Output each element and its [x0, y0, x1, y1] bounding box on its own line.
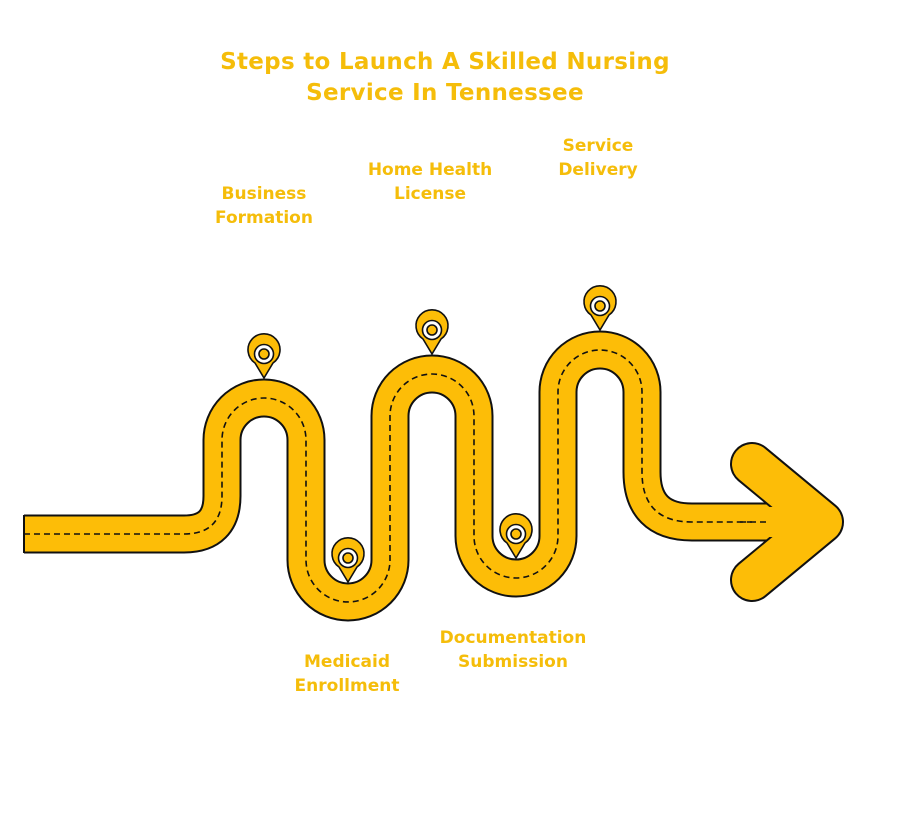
title-line-1: Steps to Launch A Skilled Nursing [220, 49, 670, 75]
arrow-head-icon [730, 442, 844, 602]
step-label-documentation-submission: Documentation Submission [418, 626, 608, 674]
step-label-line: Home Health [367, 160, 493, 180]
road-center-line [24, 349, 768, 603]
map-pin-icon [415, 309, 449, 355]
diagram-title: Steps to Launch A Skilled Nursing Servic… [0, 47, 890, 109]
step-label-line: Formation [215, 208, 313, 228]
step-label-line: Enrollment [294, 676, 400, 696]
map-pin-icon [499, 513, 533, 559]
step-label-line: Delivery [558, 160, 638, 180]
road-surface [24, 332, 770, 620]
step-label-line: License [393, 184, 467, 204]
step-label-business-formation: Business Formation [169, 182, 359, 230]
step-label-line: Business [221, 184, 307, 204]
map-pin-icon [583, 285, 617, 331]
step-label-line: Submission [458, 652, 568, 672]
step-label-home-health-license: Home Health License [335, 158, 525, 206]
step-label-line: Medicaid [304, 652, 390, 672]
title-line-2: Service In Tennessee [306, 80, 584, 106]
map-pin-icon [331, 537, 365, 583]
step-label-service-delivery: Service Delivery [503, 134, 693, 182]
map-pin-icon [247, 333, 281, 379]
step-label-medicaid-enrollment: Medicaid Enrollment [252, 650, 442, 698]
step-label-line: Documentation [439, 628, 587, 648]
step-label-line: Service [562, 136, 634, 156]
